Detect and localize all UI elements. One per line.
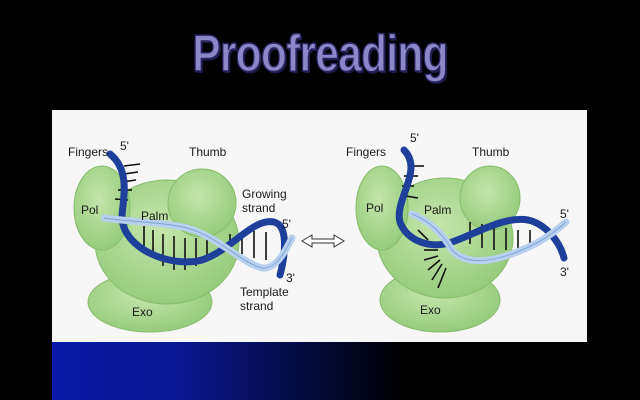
left-template-strand-label: Template strand [240, 285, 292, 313]
dna-polymerase-figure: Fingers Thumb Pol Palm Exo 5' 5' 3' Grow… [52, 110, 587, 342]
slide-title: Proofreading [192, 24, 450, 84]
template-strand-line1: Template [240, 285, 289, 299]
right-template-strand [395, 146, 568, 262]
left-panel: Fingers Thumb Pol Palm Exo 5' 5' 3' Grow… [68, 139, 296, 333]
right-exo-label: Exo [420, 303, 441, 317]
left-five-prime-top: 5' [120, 139, 129, 153]
figure-svg: Fingers Thumb Pol Palm Exo 5' 5' 3' Grow… [68, 131, 570, 333]
right-palm-label: Palm [424, 203, 451, 217]
double-arrow-icon [301, 234, 345, 248]
left-pol-label: Pol [81, 203, 98, 217]
right-fingers-domain [355, 165, 409, 251]
left-growing-strand-label: Growing strand [242, 187, 290, 215]
right-fingers-label: Fingers [346, 145, 386, 159]
left-palm-label: Palm [141, 209, 168, 223]
left-exo-label: Exo [132, 305, 153, 319]
right-panel: Fingers Thumb Pol Palm Exo 5' 5' 3' [346, 131, 570, 333]
decorative-gradient-bar [52, 342, 640, 400]
growing-strand-line2: strand [242, 201, 275, 215]
left-three-prime: 3' [286, 271, 295, 285]
left-fingers-domain [73, 165, 131, 251]
left-template-strand [106, 150, 288, 279]
right-five-prime-top: 5' [410, 131, 419, 145]
left-five-prime-right: 5' [282, 217, 291, 231]
growing-strand-line1: Growing [242, 187, 287, 201]
right-thumb-label: Thumb [472, 145, 510, 159]
left-thumb-label: Thumb [189, 145, 227, 159]
right-three-prime: 3' [560, 265, 569, 279]
template-strand-line2: strand [240, 299, 273, 313]
left-fingers-label: Fingers [68, 145, 108, 159]
right-pol-label: Pol [366, 201, 383, 215]
right-five-prime-right: 5' [560, 207, 569, 221]
left-polymerase-protein [73, 165, 240, 333]
